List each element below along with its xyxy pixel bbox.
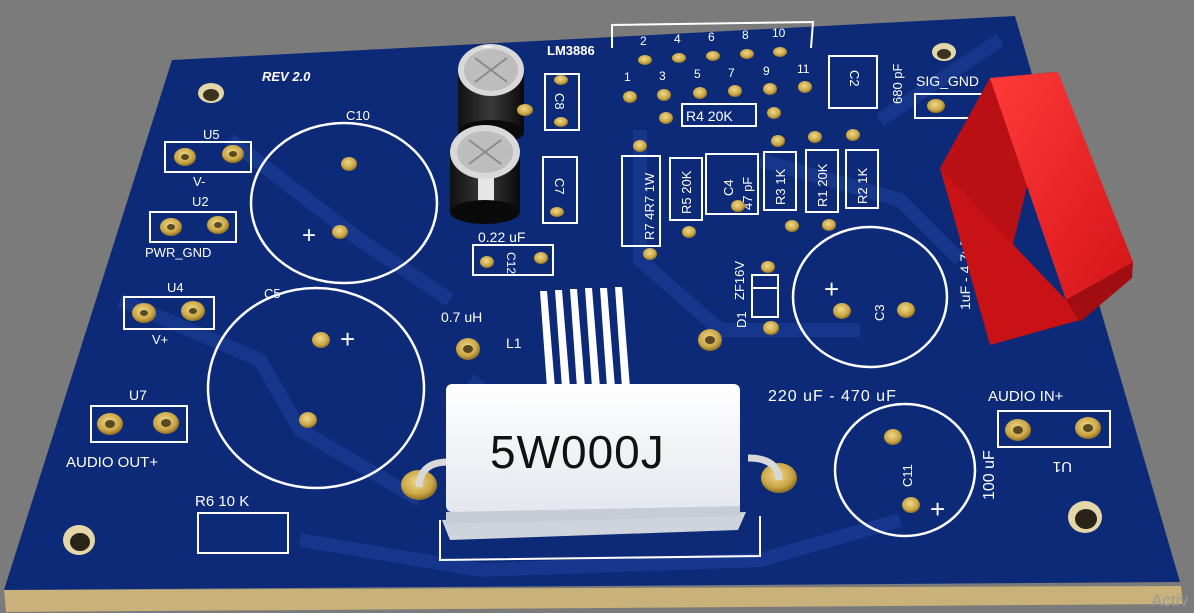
- red-film-capacitor: 1uF - 4.7uF: [940, 72, 1133, 345]
- l1-value: 0.7 uH: [441, 309, 482, 325]
- c10-footprint: C10 +: [249, 108, 439, 285]
- u5-ref: U5: [203, 127, 220, 142]
- revision-label: REV 2.0: [262, 69, 311, 84]
- r5-label: R5 20K: [679, 170, 694, 214]
- chip-pin-7: 7: [728, 66, 735, 80]
- d1-footprint: D1 ZF16V: [732, 261, 779, 335]
- r7-footprint: R7 4R7 1W: [621, 140, 661, 260]
- u1-ref: U1: [1053, 458, 1072, 475]
- u4-ref: U4: [167, 280, 184, 295]
- u4-label: V+: [152, 332, 168, 347]
- windows-activation-watermark: Activ: [1151, 591, 1188, 610]
- c3-range: 220 uF - 470 uF: [768, 388, 897, 405]
- chip-pin-1: 1: [624, 70, 631, 84]
- r4-footprint: R4 20K: [659, 103, 781, 127]
- u1-label: AUDIO IN+: [988, 388, 1064, 405]
- mounting-holes: [63, 43, 1102, 555]
- r1-footprint: R1 20K: [805, 131, 839, 231]
- c4-ref: C4: [721, 179, 736, 196]
- chip-pin-3: 3: [659, 69, 666, 83]
- l1-ref: L1: [506, 335, 522, 351]
- u5-label: V-: [193, 174, 205, 189]
- chip-pin-8: 8: [742, 28, 749, 42]
- u2-ref: U2: [192, 194, 209, 209]
- chip-pin-6: 6: [708, 30, 715, 44]
- r1-label: R1 20K: [815, 163, 830, 207]
- lm3886-footprint: LM3886 2 4 6 8 10 1 3 5 7 9 11: [547, 20, 815, 103]
- chip-pin-4: 4: [674, 32, 681, 46]
- c3-plus: +: [824, 274, 839, 304]
- c2-value: 680 pF: [890, 63, 905, 104]
- c4-footprint: C4 47 pF: [705, 153, 759, 215]
- c5-footprint: C5 +: [206, 286, 426, 490]
- r2-label: R2 1K: [855, 168, 870, 204]
- svg-text:−: −: [483, 39, 492, 56]
- c12-footprint: 0.22 uF C12: [472, 229, 554, 276]
- r4-label: R4 20K: [686, 108, 733, 124]
- chip-pin-2: 2: [640, 34, 647, 48]
- chip-pin-9: 9: [763, 64, 770, 78]
- u2-label: PWR_GND: [145, 245, 211, 260]
- c2-ref: C2: [847, 70, 862, 87]
- c11-ref: C11: [900, 464, 915, 487]
- c11-footprint: C11 + 100 uF: [833, 402, 998, 538]
- l1-footprint: 0.7 uH L1: [441, 287, 722, 388]
- chip-pin-5: 5: [694, 67, 701, 81]
- c12-ref: C12: [504, 252, 518, 274]
- u7-label: AUDIO OUT+: [66, 454, 158, 471]
- u1-footprint: AUDIO IN+ U1: [988, 388, 1111, 475]
- r2-footprint: R2 1K: [845, 129, 879, 209]
- u7-footprint: U7 AUDIO OUT+: [66, 387, 188, 471]
- r6-label: R6 10 K: [195, 493, 249, 510]
- power-resistor-5w: 5W000J: [401, 384, 797, 562]
- r6-footprint: R6 10 K: [195, 493, 289, 554]
- c8-label: C8: [552, 93, 567, 110]
- chip-pin-10: 10: [772, 26, 786, 40]
- c7-footprint: C7: [542, 156, 578, 224]
- c2-footprint: C2 680 pF: [828, 55, 905, 109]
- chip-pin-11: 11: [797, 62, 810, 76]
- c3-ref: C3: [872, 304, 887, 321]
- r3-label: R3 1K: [773, 169, 788, 205]
- u2-footprint: U2 PWR_GND: [145, 194, 237, 260]
- c8-footprint: C8: [544, 73, 580, 131]
- d1-value: ZF16V: [732, 261, 747, 300]
- c7-label: C7: [552, 178, 567, 195]
- board-edge: [4, 586, 1183, 612]
- u4-footprint: U4 V+: [123, 280, 215, 347]
- u5-footprint: U5 V-: [164, 127, 252, 189]
- c3-footprint: + C3 220 uF - 470 uF: [768, 225, 949, 405]
- c11-value: 100 uF: [981, 450, 998, 500]
- d1-ref: D1: [734, 311, 749, 328]
- c10-plus: +: [302, 222, 316, 249]
- c10-label: C10: [346, 108, 370, 123]
- c5-plus: +: [340, 324, 355, 354]
- c12-value: 0.22 uF: [478, 229, 525, 245]
- c4-value: 47 pF: [740, 177, 755, 210]
- power-resistor-marking: 5W000J: [490, 426, 665, 478]
- chip-label: LM3886: [547, 43, 595, 58]
- r5-footprint: R5 20K: [669, 157, 703, 238]
- small-electrolytic-caps: −: [450, 39, 524, 224]
- u7-ref: U7: [129, 387, 147, 403]
- r3-footprint: R3 1K: [763, 135, 799, 232]
- sig-gnd-footprint: SIG_GND: [914, 73, 990, 119]
- sig-gnd-label: SIG_GND: [916, 73, 979, 89]
- c11-plus: +: [930, 494, 945, 524]
- r7-label: R7 4R7 1W: [642, 172, 657, 240]
